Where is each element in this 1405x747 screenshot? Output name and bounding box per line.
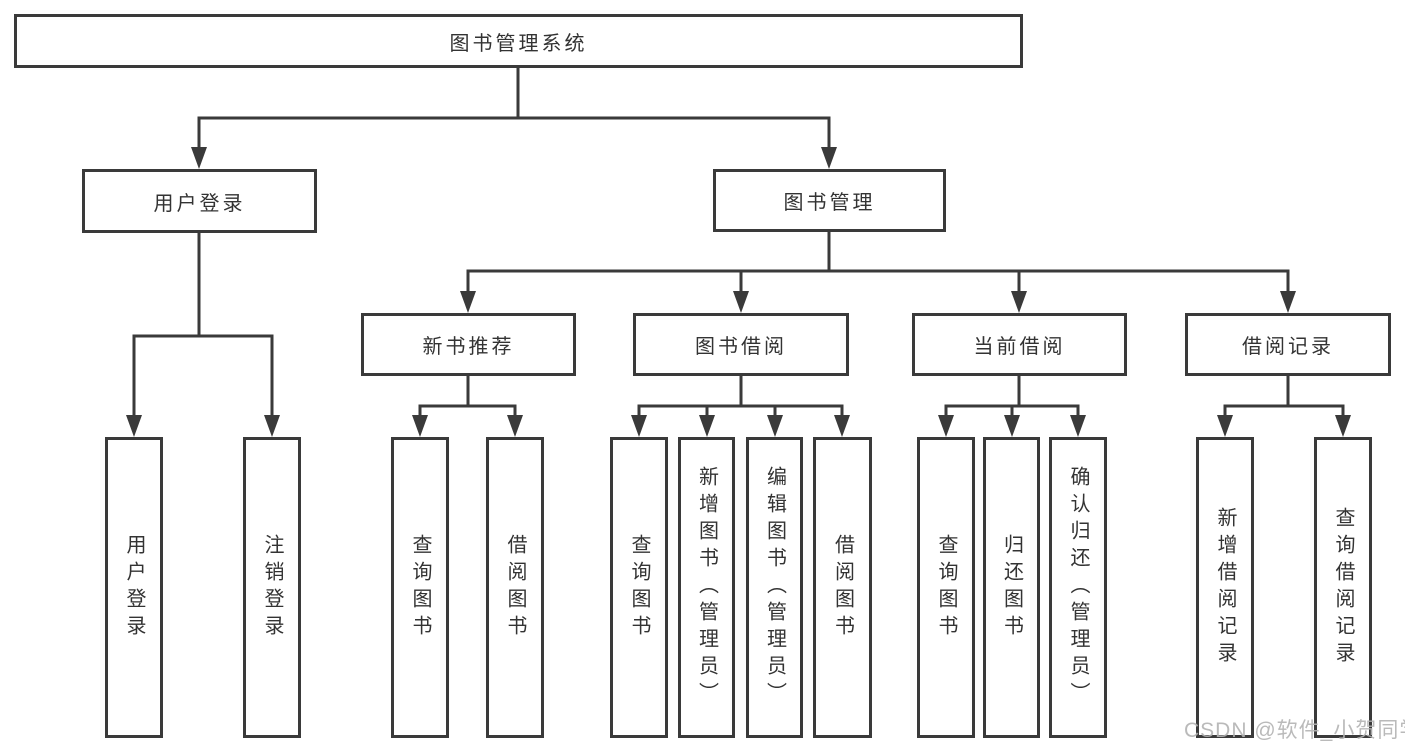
- leaf-edit-book-admin-label: 编辑图书（管理员）: [763, 466, 786, 709]
- edge-root-to-level1: [191, 66, 837, 169]
- node-borrowing-records-label: 借阅记录: [1242, 336, 1334, 358]
- edge-user-login-to-leaves: [126, 230, 280, 437]
- edge-current-borrow-to-leaves: [938, 374, 1086, 437]
- node-user-login: 用户登录: [82, 169, 317, 233]
- leaf-return-books-label: 归还图书: [1000, 533, 1023, 642]
- leaf-logout-label: 注销登录: [261, 533, 283, 642]
- leaf-query-books-borrow-label: 查询图书: [628, 533, 650, 642]
- leaf-add-borrow-record-label: 新增借阅记录: [1214, 506, 1236, 669]
- leaf-logout: 注销登录: [243, 437, 301, 738]
- edge-new-book-recommend-to-leaves: [412, 374, 523, 437]
- csdn-watermark: CSDN @软件_小贺同学: [1184, 719, 1405, 742]
- node-book-management-label: 图书管理: [783, 192, 876, 214]
- leaf-borrow-books-label: 借阅图书: [831, 533, 854, 642]
- node-current-borrowing-label: 当前借阅: [973, 336, 1066, 358]
- node-book-management: 图书管理: [713, 169, 946, 232]
- leaf-query-books-recommend: 查询图书: [391, 437, 449, 738]
- node-new-book-recommendation: 新书推荐: [361, 313, 576, 376]
- leaf-borrow-books-recommend: 借阅图书: [486, 437, 544, 738]
- leaf-return-books: 归还图书: [983, 437, 1040, 738]
- leaf-query-borrow-record: 查询借阅记录: [1314, 437, 1372, 738]
- edge-book-borrow-to-leaves: [631, 374, 850, 437]
- node-system-root: 图书管理系统: [14, 14, 1023, 68]
- edge-book-management-to-level2: [460, 230, 1296, 313]
- leaf-user-login-label: 用户登录: [123, 533, 145, 642]
- leaf-add-book-admin: 新增图书（管理员）: [678, 437, 735, 738]
- leaf-borrow-books-recommend-label: 借阅图书: [504, 533, 526, 642]
- node-new-book-recommendation-label: 新书推荐: [422, 336, 515, 358]
- leaf-confirm-return-admin: 确认归还（管理员）: [1049, 437, 1107, 738]
- leaf-query-books-current: 查询图书: [917, 437, 975, 738]
- leaf-add-borrow-record: 新增借阅记录: [1196, 437, 1254, 738]
- leaf-query-books-borrow: 查询图书: [610, 437, 668, 738]
- node-borrowing-records: 借阅记录: [1185, 313, 1391, 376]
- edge-borrow-records-to-leaves: [1217, 374, 1351, 437]
- leaf-query-books-recommend-label: 查询图书: [409, 533, 431, 642]
- node-book-borrowing: 图书借阅: [633, 313, 849, 376]
- leaf-query-books-current-label: 查询图书: [935, 533, 957, 642]
- node-book-borrowing-label: 图书借阅: [695, 336, 787, 358]
- node-current-borrowing: 当前借阅: [912, 313, 1127, 376]
- node-system-root-label: 图书管理系统: [449, 32, 588, 55]
- leaf-user-login: 用户登录: [105, 437, 163, 738]
- leaf-borrow-books: 借阅图书: [813, 437, 872, 738]
- leaf-edit-book-admin: 编辑图书（管理员）: [746, 437, 803, 738]
- leaf-query-borrow-record-label: 查询借阅记录: [1332, 506, 1354, 669]
- node-user-login-label: 用户登录: [153, 192, 246, 215]
- leaf-confirm-return-admin-label: 确认归还（管理员）: [1067, 466, 1089, 709]
- leaf-add-book-admin-label: 新增图书（管理员）: [695, 466, 718, 709]
